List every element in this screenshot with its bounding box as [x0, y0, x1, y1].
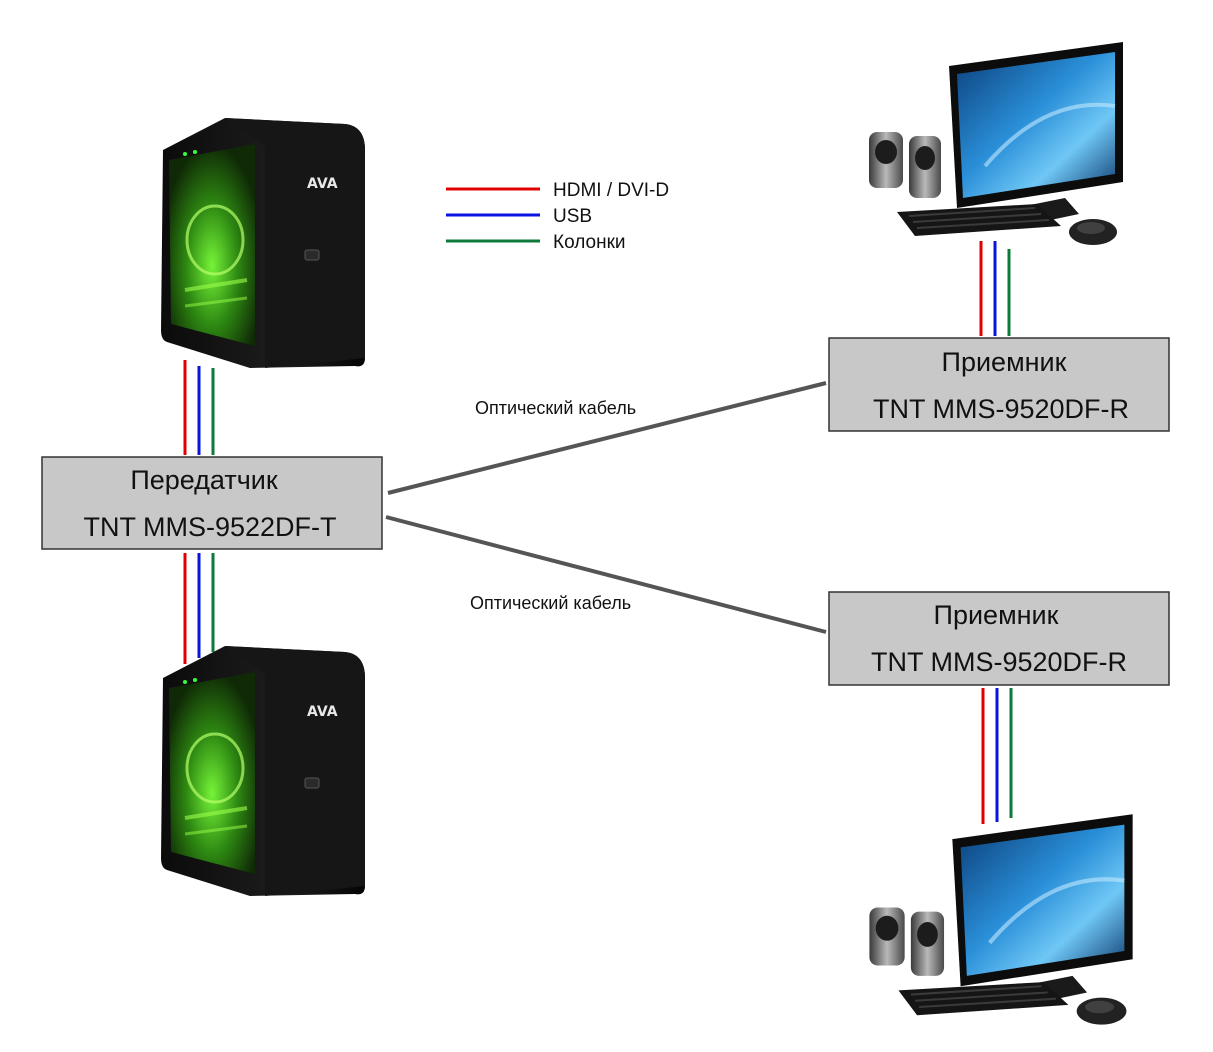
receiver-bottom-title: Приемник [934, 600, 1059, 630]
pc-tower-icon [161, 646, 365, 896]
optical-cable-top [387, 381, 827, 495]
legend-label-usb: USB [553, 206, 592, 227]
transmitter-title: Передатчик [130, 465, 278, 495]
receiver-top-title: Приемник [942, 347, 1067, 377]
cable-bundle-pc-top [183, 360, 215, 455]
legend-label-hdmi: HDMI / DVI-D [553, 180, 669, 201]
receiver-top-model: TNT MMS-9520DF-R [873, 394, 1129, 424]
cable-bundle-workstation-top [979, 241, 1011, 336]
receiver-top-box: Приемник TNT MMS-9520DF-R [828, 337, 1170, 432]
cable-bundle-pc-bottom [183, 553, 215, 664]
receiver-bottom-box: Приемник TNT MMS-9520DF-R [828, 591, 1170, 686]
monitor-workstation-icon [869, 42, 1123, 245]
legend-label-audio: Колонки [553, 232, 626, 253]
optical-cable-top-label: Оптический кабель [475, 398, 636, 418]
receiver-bottom-model: TNT MMS-9520DF-R [871, 647, 1127, 677]
transmitter-model: TNT MMS-9522DF-T [83, 512, 336, 542]
legend: HDMI / DVI-D USB Колонки [446, 180, 669, 253]
optical-cable-bottom-label: Оптический кабель [470, 593, 631, 613]
monitor-workstation-icon [869, 814, 1132, 1024]
pc-tower-icon [161, 118, 365, 368]
transmitter-box: Передатчик TNT MMS-9522DF-T [41, 456, 383, 550]
cable-bundle-workstation-bottom [981, 688, 1013, 824]
optical-cable-bottom [385, 515, 827, 634]
